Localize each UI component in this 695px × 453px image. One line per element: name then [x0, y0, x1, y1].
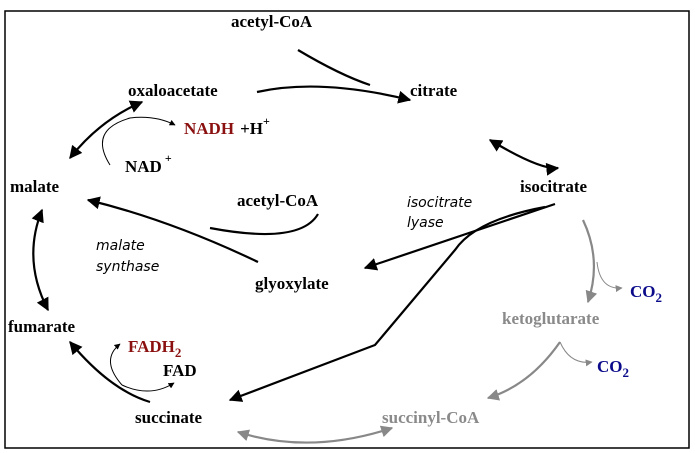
arrow-oxaloacetate-citrate — [256, 85, 412, 104]
node-acetyl-coa-top: acetyl-CoA — [231, 12, 313, 31]
enzyme-malate-synthase-line2: synthase — [96, 259, 159, 275]
arrow-isocitrate-ketoglutarate — [582, 219, 598, 304]
node-malate: malate — [10, 177, 60, 196]
arrow-nad-nadh — [101, 116, 176, 166]
enzyme-isocitrate-lyase-line1: isocitrate — [407, 195, 472, 211]
node-co2-1: CO2 — [630, 282, 662, 305]
arrow-malate-oxaloacetate — [69, 100, 144, 160]
node-succinate: succinate — [135, 408, 203, 427]
arrow-co2-release-2 — [559, 341, 593, 367]
node-ketoglutarate: ketoglutarate — [502, 309, 600, 328]
node-co2-2: CO2 — [597, 357, 629, 380]
node-succinyl-coa: succinyl-CoA — [382, 408, 480, 427]
arrow-co2-release-1 — [596, 261, 623, 293]
node-nad: NAD+ — [125, 151, 172, 176]
node-acetyl-coa-mid: acetyl-CoA — [237, 191, 319, 210]
node-nadh: NADH+H+ — [184, 114, 270, 138]
arrows — [31, 49, 623, 444]
node-fad: FAD — [163, 361, 197, 380]
arrow-fadh2 — [110, 343, 123, 386]
arrow-fad — [121, 382, 175, 392]
arrow-succinate-fumarate — [69, 341, 151, 404]
enzyme-isocitrate-lyase-line2: lyase — [407, 215, 444, 231]
arrow-glyoxylate-malate — [86, 196, 259, 263]
arrow-isocitrate-succinate — [228, 205, 546, 402]
diagram-border — [4, 10, 690, 449]
enzyme-malate-synthase-line1: malate — [96, 238, 145, 254]
arrow-ketoglutarate-succinylcoa — [486, 341, 561, 401]
node-fadh2: FADH2 — [128, 337, 181, 360]
node-isocitrate: isocitrate — [520, 177, 587, 196]
node-oxaloacetate: oxaloacetate — [128, 81, 218, 100]
arrow-citrate-isocitrate — [488, 139, 560, 176]
arrow-acetylcoa-malate-synthase — [209, 213, 319, 236]
node-glyoxylate: glyoxylate — [255, 274, 329, 293]
arrow-succinylcoa-succinate — [236, 425, 394, 444]
arrow-malate-fumarate — [31, 208, 49, 312]
arrow-acetylcoa-in — [297, 49, 371, 87]
node-fumarate: fumarate — [8, 317, 75, 336]
arrow-isocitrate-glyoxylate — [363, 202, 556, 271]
node-citrate: citrate — [410, 81, 458, 100]
